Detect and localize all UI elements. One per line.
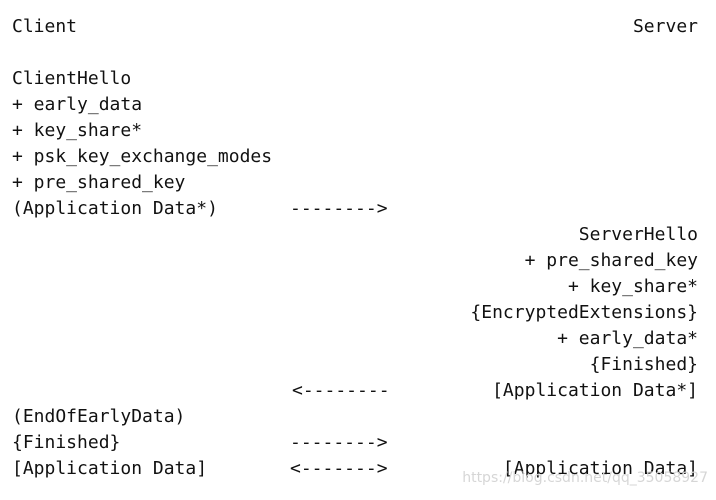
watermark-text: https://blog.csdn.net/qq_35058927 (462, 470, 708, 486)
server-pre-shared-key: + pre_shared_key (524, 250, 698, 271)
client-extension-psk-modes: + psk_key_exchange_modes (12, 146, 273, 167)
client-end-of-early-data: (EndOfEarlyData) (12, 406, 186, 427)
server-encrypted-extensions: {EncryptedExtensions} (470, 302, 698, 323)
server-header: Server (632, 16, 698, 37)
client-finished: {Finished} (12, 432, 121, 453)
server-application-data-final: [Application Data] (502, 458, 698, 479)
client-extension-key-share: + key_share* (12, 120, 143, 141)
client-hello-title: ClientHello (12, 68, 132, 89)
client-to-server-arrow: --------> (290, 198, 388, 219)
client-finished-arrow: --------> (290, 432, 388, 453)
client-extension-pre-shared-key: + pre_shared_key (12, 172, 186, 193)
client-header: Client (12, 16, 78, 37)
client-extension-early-data: + early_data (12, 94, 143, 115)
server-finished: {Finished} (589, 354, 698, 375)
server-early-data: + early_data* (557, 328, 698, 349)
bidirectional-data-arrow: <-------> (290, 458, 388, 479)
client-application-data: (Application Data*) (12, 198, 218, 219)
server-hello-title: ServerHello (578, 224, 698, 245)
server-application-data: [Application Data*] (492, 380, 698, 401)
server-key-share: + key_share* (567, 276, 698, 297)
client-application-data-final: [Application Data] (12, 458, 208, 479)
server-to-client-arrow: <-------- (292, 380, 390, 401)
